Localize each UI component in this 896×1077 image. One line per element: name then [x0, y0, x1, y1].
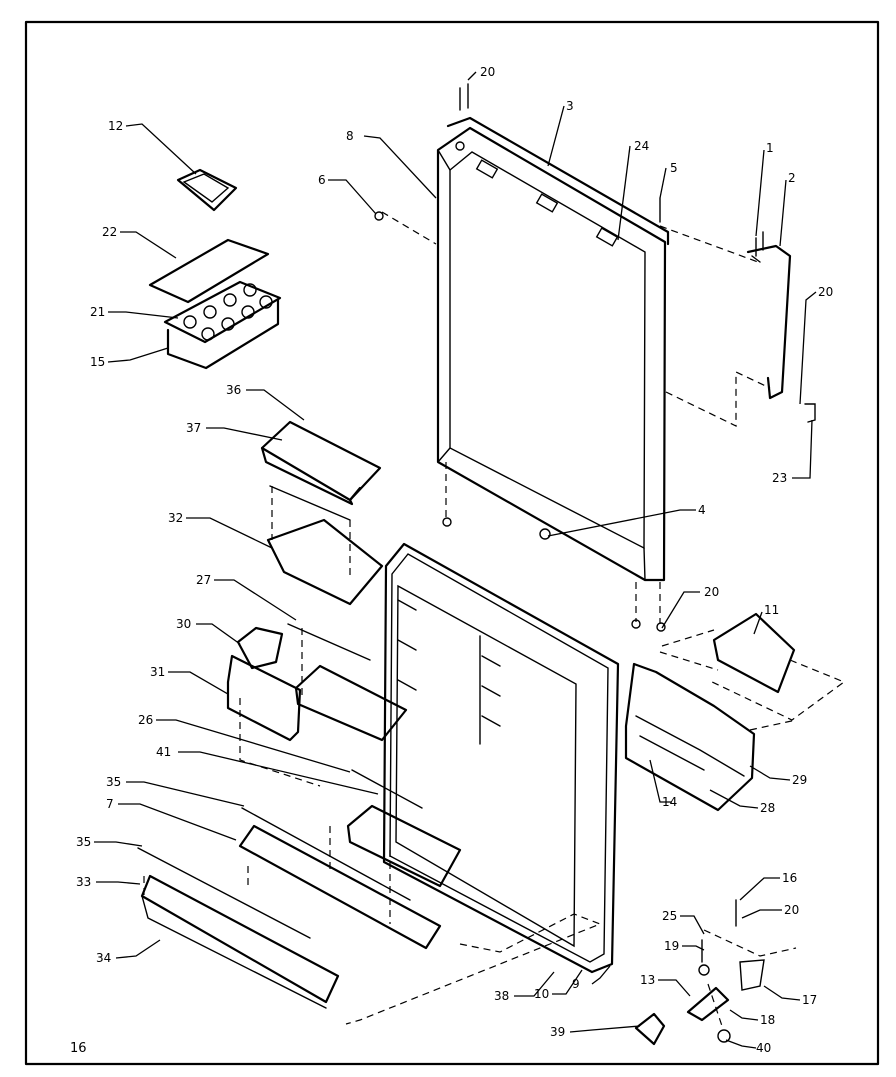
callout-label: 33: [76, 875, 91, 889]
callout-label: 23: [772, 471, 787, 485]
dairy-door-part: [260, 420, 382, 506]
door-liner-part: [382, 542, 620, 974]
callout-label: 38: [494, 989, 509, 1003]
callout-label: 16: [782, 871, 797, 885]
bracket-31: [226, 654, 302, 742]
callout-label: 34: [96, 951, 111, 965]
callout-label: 4: [698, 503, 706, 517]
callout-label: 26: [138, 713, 153, 727]
assembly-dashed-lines: [143, 211, 846, 1027]
callout-label: 19: [664, 939, 679, 953]
bracket-14-29: [624, 662, 756, 812]
callout-label: 18: [760, 1013, 775, 1027]
callout-label: 28: [760, 801, 775, 815]
callout-label: 40: [756, 1041, 771, 1055]
callout-label: 20: [784, 903, 799, 917]
callout-label: 20: [818, 285, 833, 299]
callout-label: 7: [106, 797, 114, 811]
callout-label: 36: [226, 383, 241, 397]
cover-11: [712, 612, 796, 694]
callout-label: 20: [480, 65, 495, 79]
butter-tray-part: [176, 168, 238, 212]
callout-label: 2: [788, 171, 796, 185]
callout-label: 30: [176, 617, 191, 631]
callout-label: 10: [534, 987, 549, 1001]
callout-label: 29: [792, 773, 807, 787]
callout-label: 6: [318, 173, 326, 187]
callout-label: 8: [346, 129, 354, 143]
callout-label: 11: [764, 603, 779, 617]
callout-label: 37: [186, 421, 201, 435]
callout-label: 17: [802, 993, 817, 1007]
diagram-border: [24, 20, 880, 1066]
door-bin-34: [137, 847, 340, 1009]
ice-tray-part: [163, 280, 282, 370]
callout-label: 27: [196, 573, 211, 587]
callout-label: 32: [168, 511, 183, 525]
callout-label: 41: [156, 745, 171, 759]
callout-labels: 20 3 8 24 5 1 2 6 12 22 21 15 20 36 37 2…: [76, 65, 833, 1055]
callout-label: 21: [90, 305, 105, 319]
callout-label: 24: [634, 139, 649, 153]
door-bin-lower: [346, 769, 462, 888]
callout-label: 1: [766, 141, 774, 155]
callout-label: 5: [670, 161, 678, 175]
callout-label: 14: [662, 795, 677, 809]
door-bin-middle: [287, 623, 408, 742]
callout-label: 3: [566, 99, 574, 113]
hinge-bottom-parts: [634, 899, 765, 1046]
callout-label: 25: [662, 909, 677, 923]
callout-label: 12: [108, 119, 123, 133]
callout-label: 35: [76, 835, 91, 849]
callout-label: 9: [572, 977, 580, 991]
callout-label: 20: [704, 585, 719, 599]
callout-label: 39: [550, 1025, 565, 1039]
callout-label: 35: [106, 775, 121, 789]
callout-label: 22: [102, 225, 117, 239]
callout-label: 13: [640, 973, 655, 987]
door-bin-7: [238, 807, 442, 950]
page-number: 16: [70, 1041, 87, 1056]
callout-label: 31: [150, 665, 165, 679]
callout-label: 15: [90, 355, 105, 369]
door-frame-part: [436, 116, 670, 632]
ice-tray-cover-part: [148, 238, 270, 304]
callout-leader-lines: [94, 71, 817, 1049]
door-bin-32: [266, 485, 384, 606]
hinge-parts: [374, 83, 816, 423]
